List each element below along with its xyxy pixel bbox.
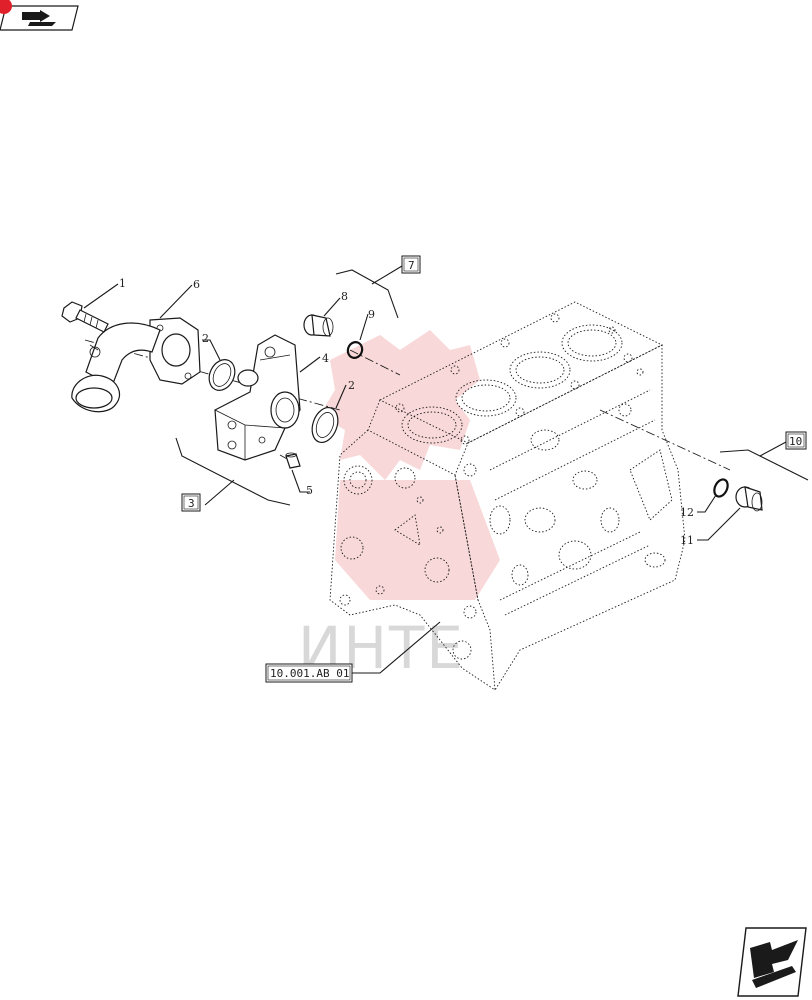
boxed-ref-3-label: 3	[188, 497, 195, 510]
callout-8: 8	[341, 290, 348, 303]
watermark-logo: ИНТЕ	[298, 330, 500, 682]
part-plug-8	[303, 314, 334, 337]
boxed-ref-10[interactable]: 10	[785, 431, 807, 450]
boxed-ref-10-label: 10	[789, 435, 802, 448]
callout-11: 11	[680, 534, 694, 547]
boxed-ref-7-label: 7	[408, 259, 415, 272]
book-arrow-icon[interactable]	[0, 0, 79, 31]
ref-link-10-001-ab-01[interactable]: 10.001.AB 01	[265, 663, 353, 683]
part-thermostat-housing	[214, 334, 301, 461]
callout-5: 5	[306, 484, 313, 497]
part-gasket-ring-right	[311, 406, 339, 444]
part-plug-11	[735, 486, 763, 512]
part-gasket-ring-left	[208, 359, 236, 391]
callout-6: 6	[193, 278, 200, 291]
callout-2-right: 2	[348, 379, 355, 392]
part-oring-9	[346, 341, 364, 359]
part-outlet-elbow	[71, 317, 201, 413]
callout-2-left: 2	[202, 332, 209, 345]
next-page-arrow-icon[interactable]	[737, 927, 807, 997]
boxed-ref-7[interactable]: 7	[401, 255, 421, 274]
part-oring-12	[713, 478, 729, 498]
callout-9: 9	[368, 308, 375, 321]
boxed-ref-3[interactable]: 3	[181, 493, 201, 512]
callout-numbers: 1 6 2 4 2 5 8 9 12 11	[119, 277, 694, 547]
callout-4: 4	[322, 352, 329, 365]
callout-12: 12	[680, 506, 694, 519]
ref-link-label: 10.001.AB 01	[270, 667, 349, 680]
leader-lines	[83, 265, 809, 674]
engine-block	[329, 301, 686, 691]
part-bolt	[61, 301, 109, 333]
callout-1: 1	[119, 277, 126, 290]
part-dowel	[285, 452, 301, 469]
